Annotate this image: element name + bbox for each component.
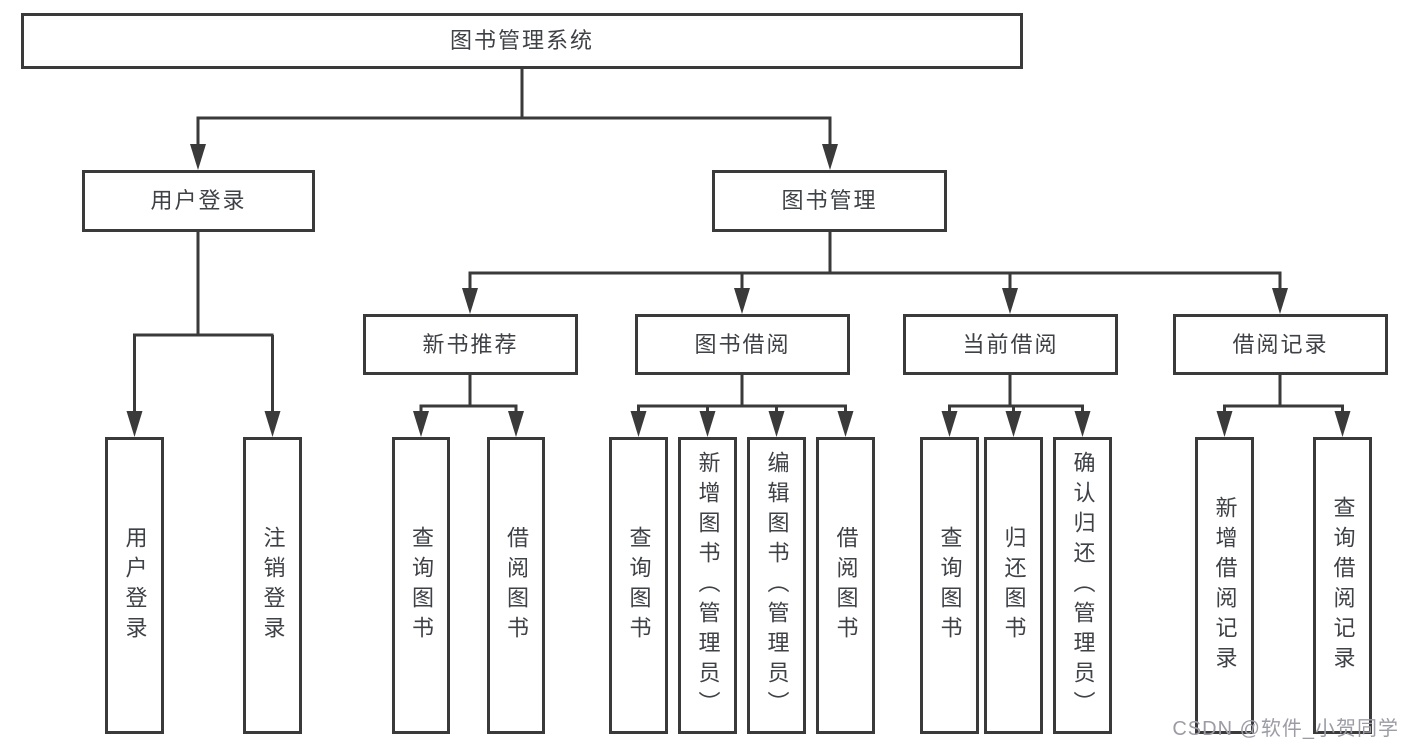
node-leaf-borrow-borrow-label: 借阅图书 [833,525,859,646]
node-new-book-recommend-label: 新书推荐 [422,331,519,357]
node-leaf-records-query: 查询借阅记录 [1313,437,1372,734]
node-leaf-logout: 注销登录 [243,437,302,734]
node-leaf-borrow-query-label: 查询图书 [626,525,652,646]
node-leaf-records-add-label: 新增借阅记录 [1212,495,1238,676]
node-leaf-records-add: 新增借阅记录 [1195,437,1254,734]
node-leaf-current-confirm-admin-label: 确认归还（管理员） [1070,450,1096,721]
node-leaf-current-return: 归还图书 [984,437,1043,734]
node-leaf-borrow-add-admin: 新增图书（管理员） [678,437,737,734]
node-leaf-current-query-label: 查询图书 [937,525,963,646]
node-leaf-newbooks-borrow-label: 借阅图书 [504,525,529,646]
node-leaf-borrow-query: 查询图书 [609,437,668,734]
watermark: CSDN @软件_小贺同学 [1172,718,1399,740]
node-book-borrow: 图书借阅 [635,314,850,375]
node-leaf-borrow-edit-admin-label: 编辑图书（管理员） [764,450,790,721]
node-leaf-borrow-edit-admin: 编辑图书（管理员） [747,437,806,734]
node-user-login: 用户登录 [82,170,315,232]
node-new-book-recommend: 新书推荐 [363,314,578,375]
node-root: 图书管理系统 [21,13,1023,69]
node-leaf-user-login-label: 用户登录 [122,525,148,646]
node-leaf-newbooks-borrow: 借阅图书 [487,437,545,734]
node-leaf-current-query: 查询图书 [920,437,979,734]
node-book-management-label: 图书管理 [781,188,878,213]
node-leaf-records-query-label: 查询借阅记录 [1330,495,1356,676]
node-borrow-records: 借阅记录 [1173,314,1388,375]
node-leaf-current-confirm-admin: 确认归还（管理员） [1053,437,1112,734]
node-leaf-user-login: 用户登录 [105,437,164,734]
node-book-borrow-label: 图书借阅 [694,331,791,357]
node-root-label: 图书管理系统 [449,28,594,53]
node-leaf-borrow-borrow: 借阅图书 [816,437,875,734]
node-user-login-label: 用户登录 [150,188,247,213]
node-leaf-newbooks-query-label: 查询图书 [409,525,434,646]
node-leaf-newbooks-query: 查询图书 [392,437,450,734]
node-leaf-current-return-label: 归还图书 [1001,525,1027,646]
node-borrow-records-label: 借阅记录 [1232,331,1329,357]
node-leaf-borrow-add-admin-label: 新增图书（管理员） [695,450,721,721]
node-leaf-logout-label: 注销登录 [260,525,286,646]
node-book-management: 图书管理 [712,170,947,232]
node-current-borrow-label: 当前借阅 [962,331,1059,357]
node-current-borrow: 当前借阅 [903,314,1118,375]
